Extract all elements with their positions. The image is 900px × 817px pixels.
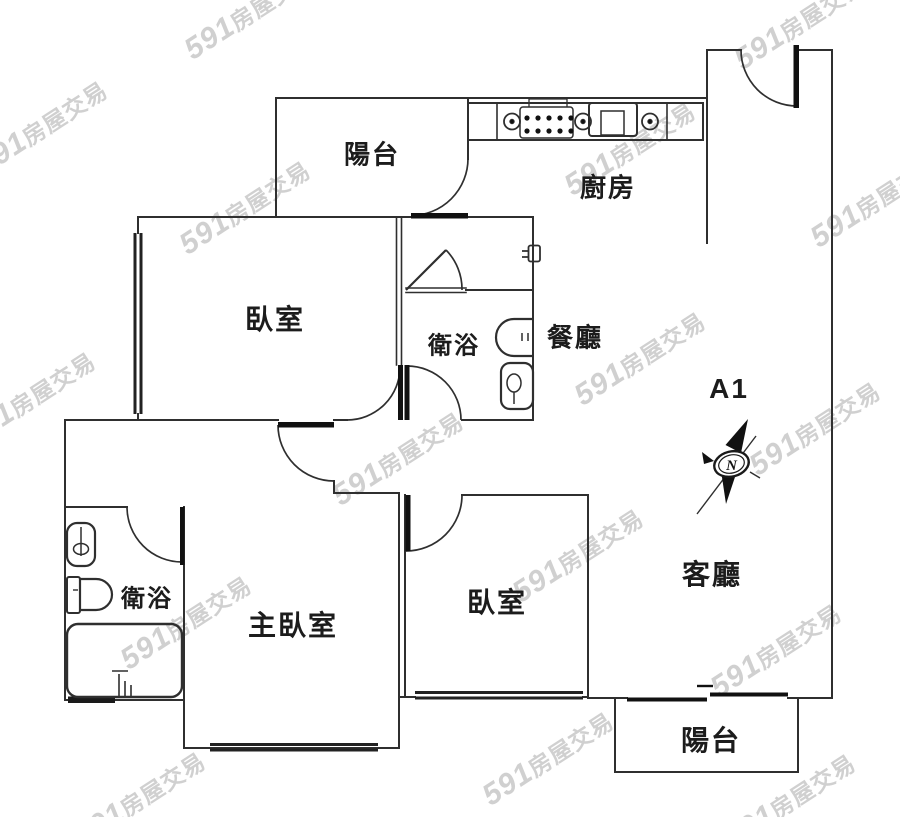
door-leaf-bedroom-second <box>405 495 411 551</box>
compass-needle-north <box>725 419 748 453</box>
door-swings <box>126 49 798 563</box>
bathroom-ensuite-fixtures <box>65 521 184 699</box>
compass-needle-west <box>702 452 714 464</box>
sink-icon <box>499 361 535 411</box>
bathtub-icon <box>65 622 184 699</box>
door-leaf-entry <box>793 45 799 108</box>
door-arc-bedroom-second <box>405 494 463 552</box>
toilet-icon <box>66 576 114 614</box>
water-valve-icon <box>522 244 541 263</box>
door-leaf-bathroom-main <box>404 365 410 420</box>
toilet-icon <box>494 317 533 358</box>
door-arc-ensuite <box>126 506 183 563</box>
door-leaves <box>180 45 799 565</box>
door-leaf-ensuite <box>180 507 185 565</box>
window-bedroom-top <box>133 233 143 414</box>
compass: N <box>696 419 761 515</box>
sink-icon <box>65 521 97 568</box>
walls <box>64 49 833 773</box>
kitchen-counter <box>467 98 704 141</box>
kitchen-sink-icon <box>588 102 638 137</box>
vent-ensuite-bath <box>68 696 115 703</box>
window-bedroom-second <box>415 691 583 700</box>
door-leaf-balcony-top <box>411 213 468 219</box>
door-arc-master <box>277 424 335 482</box>
bathroom-main-fixtures <box>494 317 535 411</box>
door-arc-bathroom-main <box>406 365 462 421</box>
windows <box>133 233 583 752</box>
door-arc-entry <box>740 49 798 107</box>
door-leaf-bedroom-top <box>398 365 403 420</box>
door-arc-balcony-top <box>410 158 469 217</box>
stove-burner-icon <box>519 98 574 139</box>
compass-letter: N <box>725 458 738 474</box>
window-master-bedroom <box>210 743 378 752</box>
door-arc-utility <box>445 249 463 291</box>
door-leaf-utility <box>405 249 447 291</box>
door-arc-bedroom-top <box>346 366 401 421</box>
door-leaf-master <box>278 422 334 428</box>
sliding-door-balcony-bottom <box>627 684 788 702</box>
stove-knob-icon <box>503 112 659 131</box>
compass-needle-south <box>721 474 735 504</box>
